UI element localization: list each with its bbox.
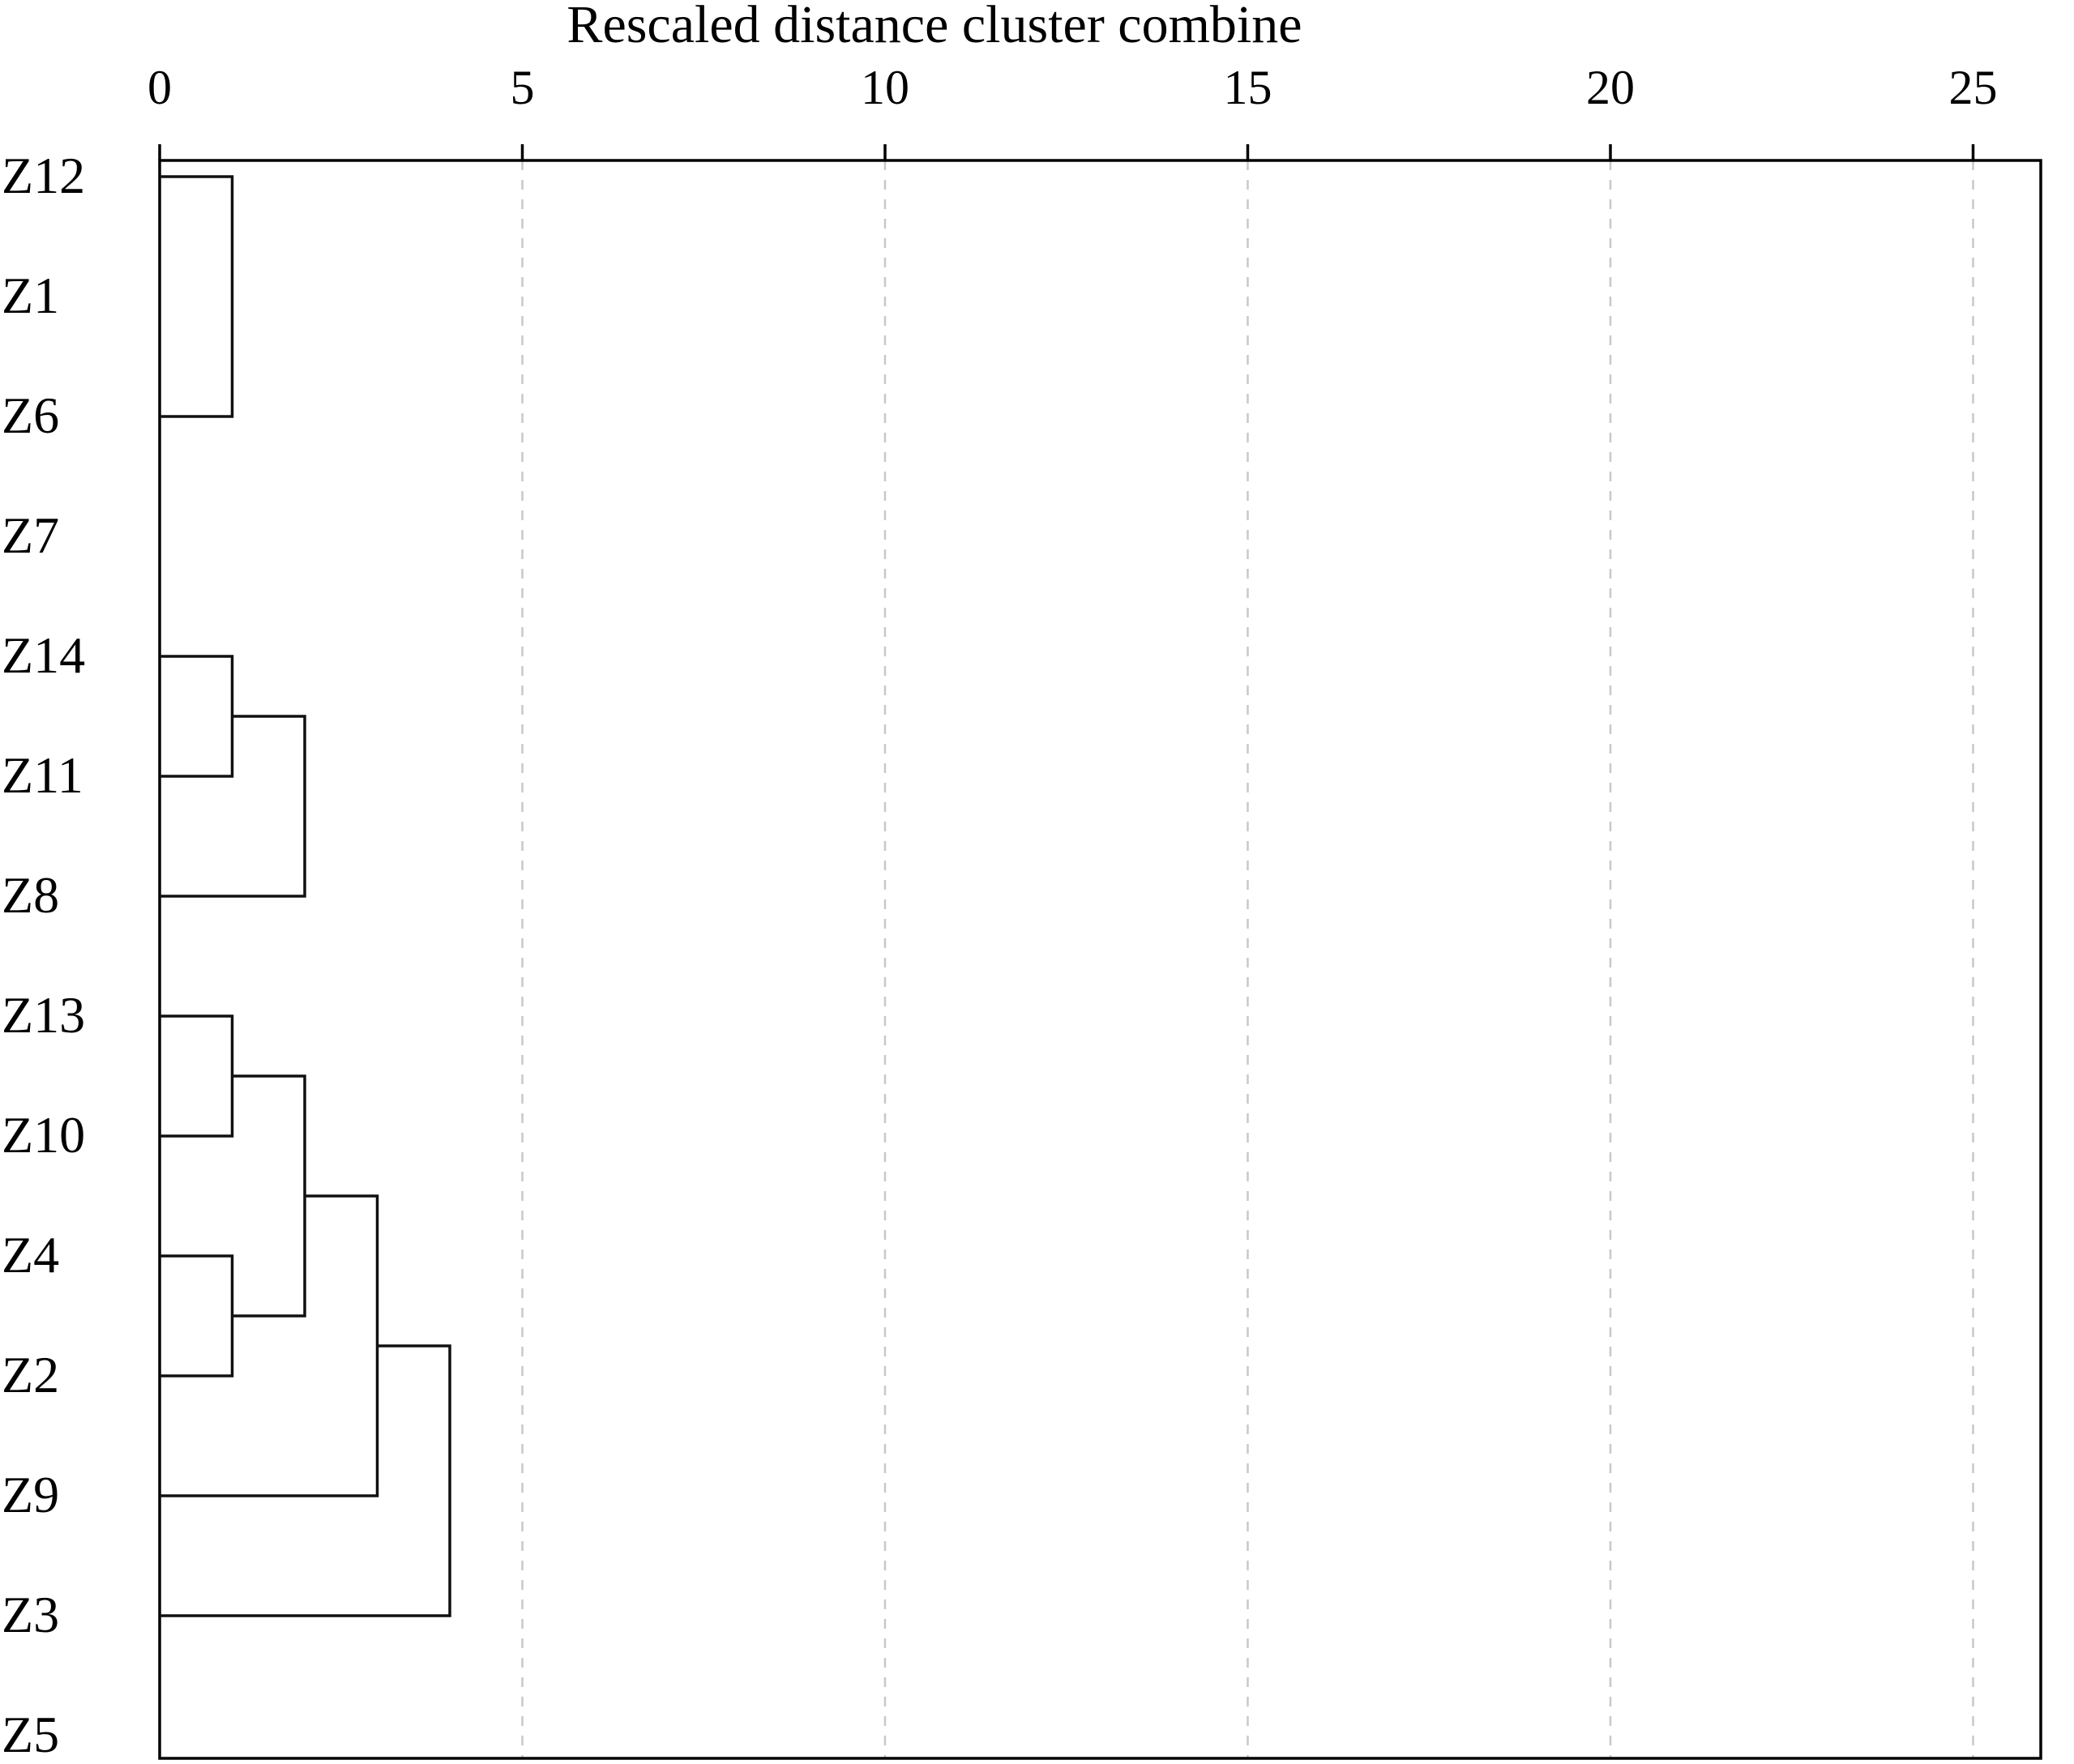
leaf-label-z8: Z8 (2, 866, 59, 924)
merge-link-3 (160, 1014, 234, 1138)
merge-link-8 (160, 1194, 379, 1497)
leaf-label-z10: Z10 (2, 1106, 85, 1164)
leaf-label-z2: Z2 (2, 1346, 59, 1403)
x-tick-label-10: 10 (861, 61, 909, 114)
grid-lines (521, 160, 1974, 1758)
leaf-label-z9: Z9 (2, 1466, 59, 1523)
x-axis-ticks: 0 5 10 15 20 25 (148, 61, 1998, 160)
leaf-label-z13: Z13 (2, 986, 85, 1044)
leaf-label-z3: Z3 (2, 1586, 59, 1643)
x-tick-label-15: 15 (1224, 61, 1272, 114)
leaf-label-z11: Z11 (2, 746, 83, 804)
x-tick-label-5: 5 (511, 61, 535, 114)
leaf-label-z1: Z1 (2, 267, 59, 324)
leaf-label-z14: Z14 (2, 626, 85, 684)
x-tick-label-0: 0 (148, 61, 172, 114)
merge-link-10 (160, 1344, 451, 1617)
x-tick-label-25: 25 (1949, 61, 1998, 114)
leaf-label-z4: Z4 (2, 1226, 59, 1283)
dendrogram-links (160, 175, 451, 1617)
merge-link-6 (160, 715, 306, 898)
leaf-label-z12: Z12 (2, 147, 85, 204)
leaf-label-z6: Z6 (2, 387, 59, 444)
x-tick-label-20: 20 (1586, 61, 1635, 114)
x-axis-title: Rescaled distance cluster combine (567, 0, 1302, 54)
merge-link-4 (160, 1254, 234, 1377)
leaf-label-z7: Z7 (2, 506, 59, 564)
leaf-label-z5: Z5 (2, 1706, 59, 1763)
plot-frame (158, 159, 2042, 1760)
merge-link-7 (232, 1074, 306, 1318)
merge-link-1 (160, 175, 234, 418)
merge-link-2 (160, 655, 234, 778)
